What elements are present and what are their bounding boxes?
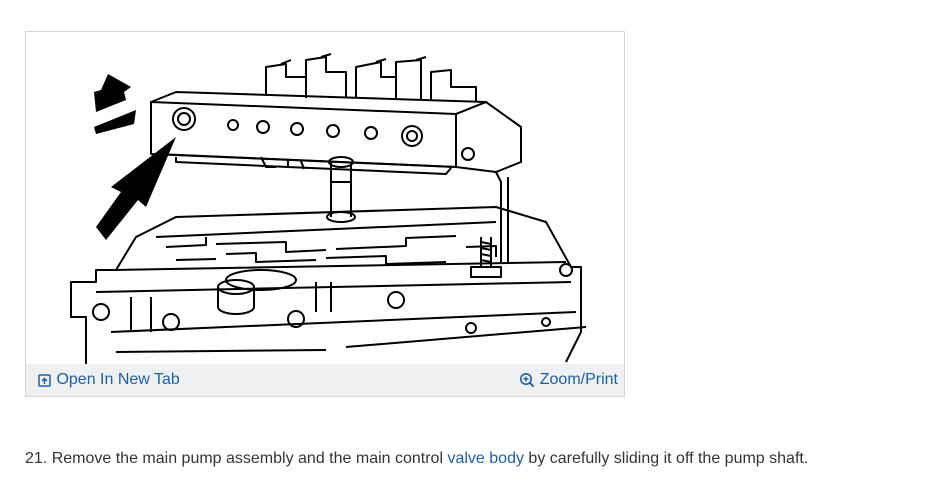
open-new-tab-icon	[38, 374, 51, 387]
step-instruction: 21. Remove the main pump assembly and th…	[25, 449, 925, 469]
zoom-print-link[interactable]: Zoom/Print	[519, 371, 618, 389]
valve-body-diagram	[70, 53, 587, 364]
open-in-new-tab-label: Open In New Tab	[56, 371, 180, 388]
figure-container: Open In New Tab Zoom/Print	[25, 31, 625, 397]
zoom-in-icon	[520, 373, 535, 388]
zoom-print-label: Zoom/Print	[539, 371, 618, 388]
open-in-new-tab-link[interactable]: Open In New Tab	[38, 371, 180, 389]
valve-body-illustration	[26, 32, 624, 364]
step-number: 21.	[25, 450, 48, 467]
step-text-after: by carefully sliding it off the pump sha…	[528, 450, 809, 467]
figure-toolbar: Open In New Tab Zoom/Print	[26, 364, 624, 396]
valve-body-link[interactable]: valve body	[447, 450, 524, 467]
step-text-before: Remove the main pump assembly and the ma…	[51, 450, 444, 467]
